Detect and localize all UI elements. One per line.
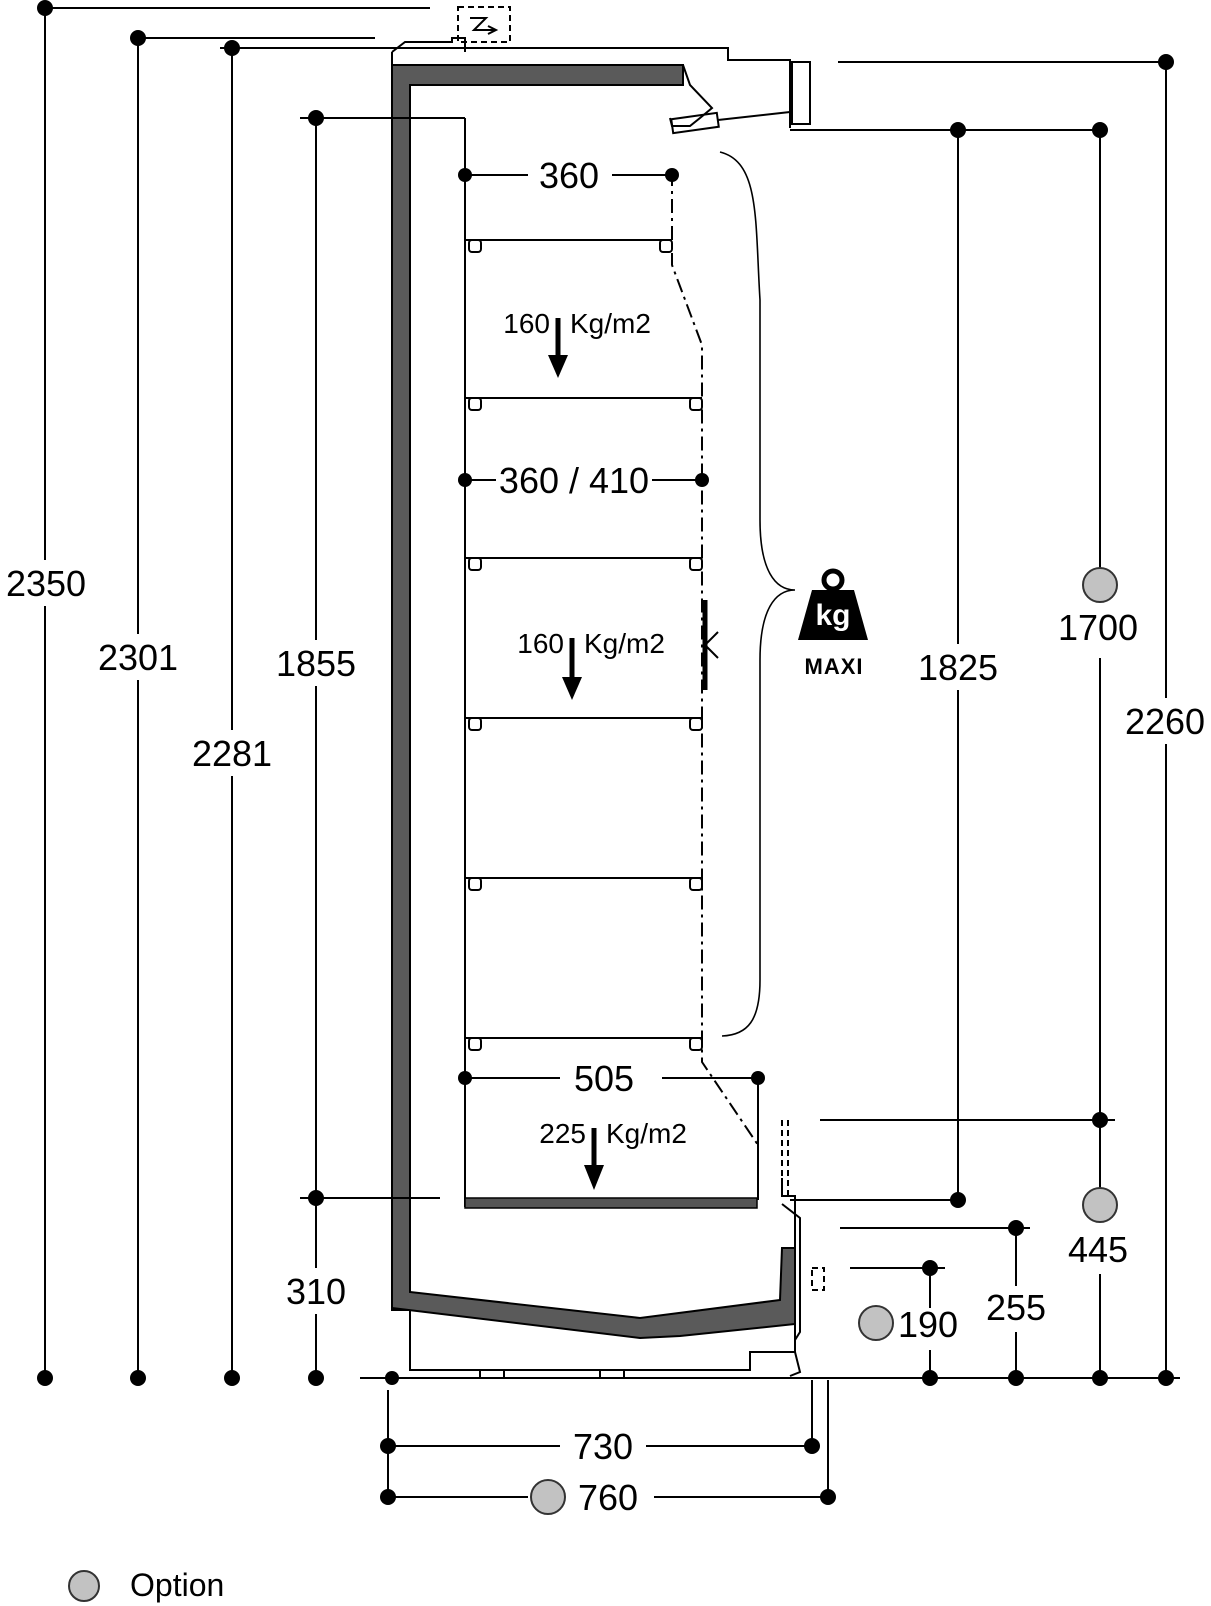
load-shelf-1-unit: Kg/m2 (570, 308, 651, 339)
dim-360-410-label: 360 / 410 (499, 460, 649, 501)
legend: Option (68, 1567, 224, 1603)
dim-1825: 1825 (790, 122, 1100, 1208)
dim-310-label: 310 (286, 1271, 346, 1312)
cabinet-outline (360, 6, 1180, 1379)
dim-1825-label: 1825 (918, 647, 998, 688)
dim-2260-label: 2260 (1125, 701, 1205, 742)
shelf-1 (465, 239, 673, 253)
dim-2260: 2260 (838, 54, 1210, 1386)
option-marker-190 (858, 1305, 894, 1341)
dim-760-label: 760 (578, 1477, 638, 1518)
shelf-front-marker (702, 600, 719, 690)
option-legend-label: Option (130, 1567, 224, 1603)
dim-445-label: 445 (1068, 1229, 1128, 1270)
dim-1855-label: 1855 (276, 643, 356, 684)
front-profile-line (671, 172, 759, 1200)
shelf-6 (465, 1037, 703, 1051)
dim-2281: 2281 (186, 40, 392, 1386)
dim-760: 760 (380, 1380, 836, 1518)
dim-730-label: 730 (573, 1426, 633, 1467)
load-bottom-unit: Kg/m2 (606, 1118, 687, 1149)
shelf-5 (465, 877, 703, 891)
option-marker-760 (530, 1479, 566, 1515)
dim-2301-label: 2301 (98, 637, 178, 678)
weight-icon: kg MAXI (798, 568, 868, 679)
option-legend-marker (68, 1570, 100, 1602)
load-shelf-1-value: 160 (503, 308, 550, 339)
load-bottom: 225 Kg/m2 (539, 1118, 687, 1190)
dim-left-bottom-dots (385, 1371, 399, 1385)
dim-255: 255 (840, 1220, 1052, 1386)
option-marker-445 (1082, 1187, 1118, 1223)
load-shelf-2-unit: Kg/m2 (584, 628, 665, 659)
dim-505: 505 (458, 1058, 765, 1200)
dim-1700-label: 1700 (1058, 607, 1138, 648)
load-shelf-1: 160 Kg/m2 (503, 308, 651, 378)
dim-2350-label: 2350 (6, 563, 86, 604)
dim-505-label: 505 (574, 1058, 634, 1099)
load-shelf-2-value: 160 (517, 628, 564, 659)
weight-icon-label: MAXI (805, 654, 864, 679)
dim-360: 360 (458, 155, 679, 196)
weight-icon-symbol: kg (815, 599, 850, 632)
dim-360-410: 360 / 410 (458, 460, 709, 501)
dim-255-label: 255 (986, 1287, 1046, 1328)
dim-2301: 2301 (92, 30, 375, 1386)
option-marker-1700 (1082, 567, 1118, 603)
dim-2281-label: 2281 (192, 733, 272, 774)
shelves (465, 239, 703, 1051)
shelf-3 (465, 557, 703, 571)
dim-2350: 2350 (2, 0, 430, 1386)
dim-1855: 1855 310 (270, 110, 465, 1386)
dim-730: 730 (380, 1380, 820, 1467)
dim-190: 190 (850, 1260, 962, 1386)
dim-1700: 1700 445 (820, 122, 1148, 1386)
load-shelf-2: 160 Kg/m2 (517, 628, 665, 700)
shelf-4 (465, 717, 703, 731)
dim-360-label: 360 (539, 155, 599, 196)
air-curtain-line (781, 1120, 789, 1200)
dim-190-label: 190 (898, 1304, 958, 1345)
load-bottom-value: 225 (539, 1118, 586, 1149)
shelf-2 (465, 397, 703, 411)
shelf-range-bracket (719, 151, 796, 1037)
